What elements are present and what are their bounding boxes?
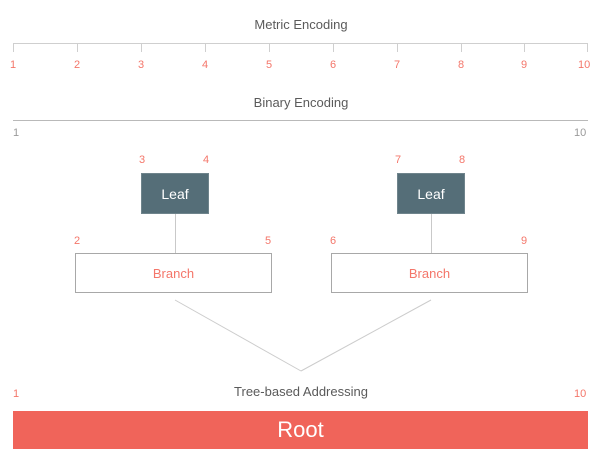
branch-right-range-end: 9 — [521, 235, 528, 247]
leaf-right-range-start: 7 — [395, 154, 402, 166]
branch-left-label: Branch — [152, 265, 195, 281]
connector-leaf-right-to-branch-right — [431, 214, 432, 253]
branch-node-right[interactable]: Branch — [331, 253, 528, 293]
metric-encoding-title: Metric Encoding — [254, 17, 348, 32]
binary-range-start: 1 — [13, 127, 20, 139]
metric-tick-4 — [205, 43, 206, 52]
leaf-left-range-start: 3 — [139, 154, 146, 166]
metric-tick-label-5: 5 — [266, 59, 273, 71]
metric-tick-8 — [461, 43, 462, 52]
branch-left-range-end: 5 — [265, 235, 272, 247]
branch-right-range-start: 6 — [330, 235, 337, 247]
leaf-left-label: Leaf — [161, 185, 189, 202]
edge-branch-left-to-root — [174, 299, 302, 372]
metric-tick-5 — [269, 43, 270, 52]
branch-left-range-start: 2 — [74, 235, 81, 247]
metric-tick-label-8: 8 — [458, 59, 465, 71]
metric-tick-label-2: 2 — [74, 59, 81, 71]
root-node[interactable]: Root — [13, 411, 588, 449]
branch-node-left[interactable]: Branch — [75, 253, 272, 293]
metric-tick-label-6: 6 — [330, 59, 337, 71]
binary-range-end: 10 — [574, 127, 587, 139]
metric-tick-10 — [587, 43, 588, 52]
metric-tick-label-7: 7 — [394, 59, 401, 71]
metric-tick-9 — [524, 43, 525, 52]
leaf-left-range-end: 4 — [203, 154, 210, 166]
metric-ruler-baseline — [13, 43, 588, 44]
leaf-node-left[interactable]: Leaf — [141, 173, 209, 214]
metric-tick-7 — [397, 43, 398, 52]
metric-tick-label-3: 3 — [138, 59, 145, 71]
metric-tick-3 — [141, 43, 142, 52]
metric-tick-6 — [333, 43, 334, 52]
binary-encoding-rule — [13, 120, 588, 121]
root-range-end: 10 — [574, 388, 587, 400]
edge-branch-right-to-root — [300, 299, 432, 372]
tree-addressing-title: Tree-based Addressing — [234, 384, 368, 399]
root-label: Root — [277, 417, 324, 442]
connector-leaf-left-to-branch-left — [175, 214, 176, 253]
root-range-start: 1 — [13, 388, 20, 400]
leaf-node-right[interactable]: Leaf — [397, 173, 465, 214]
metric-tick-1 — [13, 43, 14, 52]
branch-right-label: Branch — [408, 265, 451, 281]
metric-tick-label-10: 10 — [578, 59, 591, 71]
metric-tick-2 — [77, 43, 78, 52]
leaf-right-label: Leaf — [417, 185, 445, 202]
metric-tick-label-1: 1 — [10, 59, 17, 71]
metric-tick-label-9: 9 — [521, 59, 528, 71]
binary-encoding-title: Binary Encoding — [253, 95, 349, 110]
leaf-right-range-end: 8 — [459, 154, 466, 166]
metric-tick-label-4: 4 — [202, 59, 209, 71]
